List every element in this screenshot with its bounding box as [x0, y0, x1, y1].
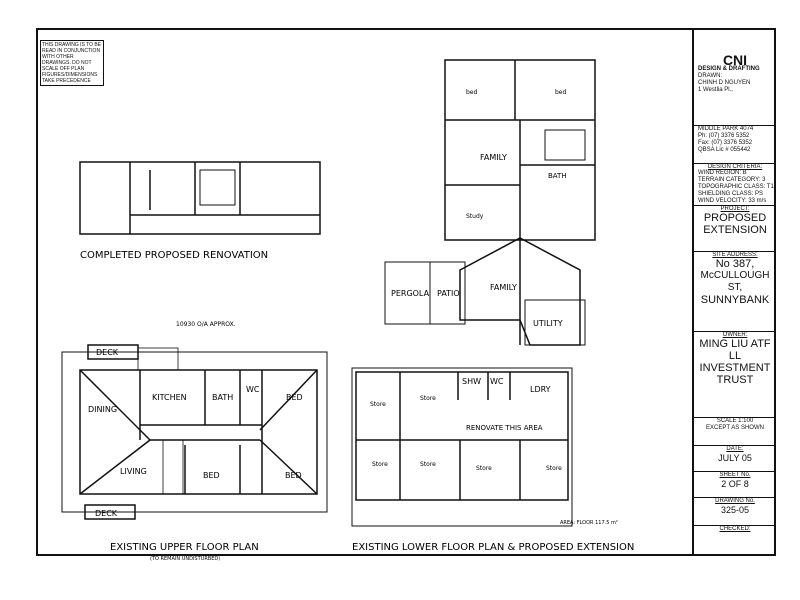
ext-room-bed-2: bed — [555, 89, 567, 96]
sheet-value: 2 OF 8 — [721, 479, 749, 489]
upper-room-kitchen: KITCHEN — [152, 393, 187, 402]
drawing-cell: DRAWING No. 325-05 — [694, 498, 776, 526]
upper-room-deck: DECK — [96, 348, 119, 357]
lower-room-wc: WC — [490, 377, 504, 386]
lower-room-ldry: LDRY — [530, 385, 551, 394]
upper-dim: 10930 O/A APPROX. — [176, 321, 236, 328]
drawn-details: MIDDLE PARK 4074 Ph: (07) 3376 5352 Fax:… — [694, 126, 776, 164]
sheet-label: SHEET No. — [719, 472, 751, 478]
upper-room-deck-2: DECK — [95, 509, 118, 518]
ext-room-family: FAMILY — [480, 153, 507, 162]
checked-label: CHECKED: — [719, 526, 751, 532]
upper-room-bed-2: BED — [203, 471, 220, 480]
owner-cell: OWNER: MING LIU ATF LL INVESTMENT TRUST — [694, 332, 776, 418]
drawing-label: DRAWING No. — [715, 498, 755, 504]
drawing-note: THIS DRAWING IS TO BE READ IN CONJUNCTIO… — [40, 40, 104, 86]
drawn-line-6: QBSA Lic # 055442 — [698, 147, 751, 153]
site-line-3: SUNNYBANK — [700, 294, 770, 306]
drawn-line-4: Ph: (07) 3376 5352 — [698, 133, 750, 139]
upper-room-bed-1: BED — [286, 393, 303, 402]
lower-title: EXISTING LOWER FLOOR PLAN & PROPOSED EXT… — [352, 542, 634, 553]
criteria-line-4: SHIELDING CLASS: PS — [698, 191, 764, 197]
lower-room-store-3: Store — [372, 461, 388, 468]
lower-room-store-2: Store — [420, 395, 436, 402]
lower-room-store-5: Store — [476, 465, 492, 472]
project-line-2: EXTENSION — [703, 224, 767, 236]
upper-room-bath: BATH — [212, 393, 233, 402]
owner-line-1: MING LIU ATF — [699, 338, 771, 350]
scale-cell: SCALE 1:100 EXCEPT AS SHOWN — [694, 418, 776, 446]
drawn-line-5: Fax: (07) 3376 5352 — [698, 140, 753, 146]
criteria-line-1: WIND REGION: B — [698, 170, 747, 176]
drawing-sheet — [36, 28, 776, 556]
scale-line-2: EXCEPT AS SHOWN — [706, 425, 764, 431]
date-value: JULY 05 — [718, 453, 752, 463]
owner-label: OWNER: — [722, 332, 748, 338]
site-label: SITE ADDRESS: — [712, 252, 758, 258]
project-label: PROJECT: — [720, 206, 750, 212]
ext-room-family-2: FAMILY — [490, 283, 517, 292]
upper-title: EXISTING UPPER FLOOR PLAN — [110, 542, 259, 553]
upper-room-bed-3: BED — [285, 471, 302, 480]
criteria-line-5: WIND VELOCITY: 33 m/s — [698, 198, 767, 204]
title-block: CNI DESIGN & DRAFTING DRAWN: CHINH D NGU… — [692, 28, 776, 556]
drawn-line-2: 1 Westlia Pl., — [698, 87, 733, 93]
upper-subtitle: (TO REMAIN UNDISTURBED) — [150, 556, 220, 562]
lower-room-store-4: Store — [420, 461, 436, 468]
renovation-plan — [79, 161, 321, 235]
area-label: AREA: FLOOR 117.5 m² — [560, 520, 618, 526]
ext-room-patio: PATIO — [437, 289, 460, 298]
site-line-1: No 387, — [715, 258, 755, 270]
criteria-line-3: TOPOGRAPHIC CLASS: T1 — [698, 184, 774, 190]
criteria-cell: DESIGN CRITERIA: WIND REGION: B TERRAIN … — [694, 164, 776, 206]
criteria-label: DESIGN CRITERIA: — [707, 164, 763, 170]
company-name: DESIGN & DRAFTING — [698, 66, 760, 72]
date-cell: DATE: JULY 05 — [694, 446, 776, 472]
project-line-1: PROPOSED — [703, 212, 767, 224]
lower-floor-plan — [351, 367, 573, 527]
owner-line-3: TRUST — [716, 374, 754, 386]
owner-line-2: LL INVESTMENT — [699, 350, 771, 374]
ext-room-study: Study — [466, 213, 484, 220]
site-cell: SITE ADDRESS: No 387, McCULLOUGH ST, SUN… — [694, 252, 776, 332]
upper-room-living: LIVING — [120, 467, 147, 476]
ext-room-bed-1: bed — [466, 89, 478, 96]
drawn-label: DRAWN: — [698, 73, 723, 79]
scale-line-1: SCALE 1:100 — [716, 418, 754, 424]
ext-room-pergola: PERGOLA — [391, 289, 430, 298]
project-cell: PROJECT: PROPOSED EXTENSION — [694, 206, 776, 252]
renovation-title: COMPLETED PROPOSED RENOVATION — [80, 250, 268, 261]
drawn-line-1: CHINH D NGUYEN — [698, 80, 751, 86]
lower-note: RENOVATE THIS AREA — [466, 424, 543, 432]
drawing-value: 325-05 — [720, 505, 750, 515]
ext-room-bath: BATH — [548, 172, 567, 180]
upper-room-wc: WC — [246, 385, 260, 394]
date-label: DATE: — [726, 446, 744, 452]
ext-room-utility: UTILITY — [533, 319, 563, 328]
company-logo: CNI — [722, 52, 748, 68]
upper-room-dining: DINING — [88, 405, 117, 414]
extension-plan — [384, 59, 596, 346]
lower-room-shw: SHW — [462, 377, 481, 386]
lower-room-store-6: Store — [546, 465, 562, 472]
lower-room-store-1: Store — [370, 401, 386, 408]
site-line-2: McCULLOUGH ST, — [700, 270, 770, 293]
criteria-line-2: TERRAIN CATEGORY: 3 — [698, 177, 766, 183]
company-cell: CNI DESIGN & DRAFTING DRAWN: CHINH D NGU… — [694, 28, 776, 126]
checked-cell: CHECKED: — [694, 526, 776, 556]
upper-floor-plan — [61, 344, 328, 520]
sheet-cell: SHEET No. 2 OF 8 — [694, 472, 776, 498]
drawn-line-3: MIDDLE PARK 4074 — [698, 126, 754, 132]
